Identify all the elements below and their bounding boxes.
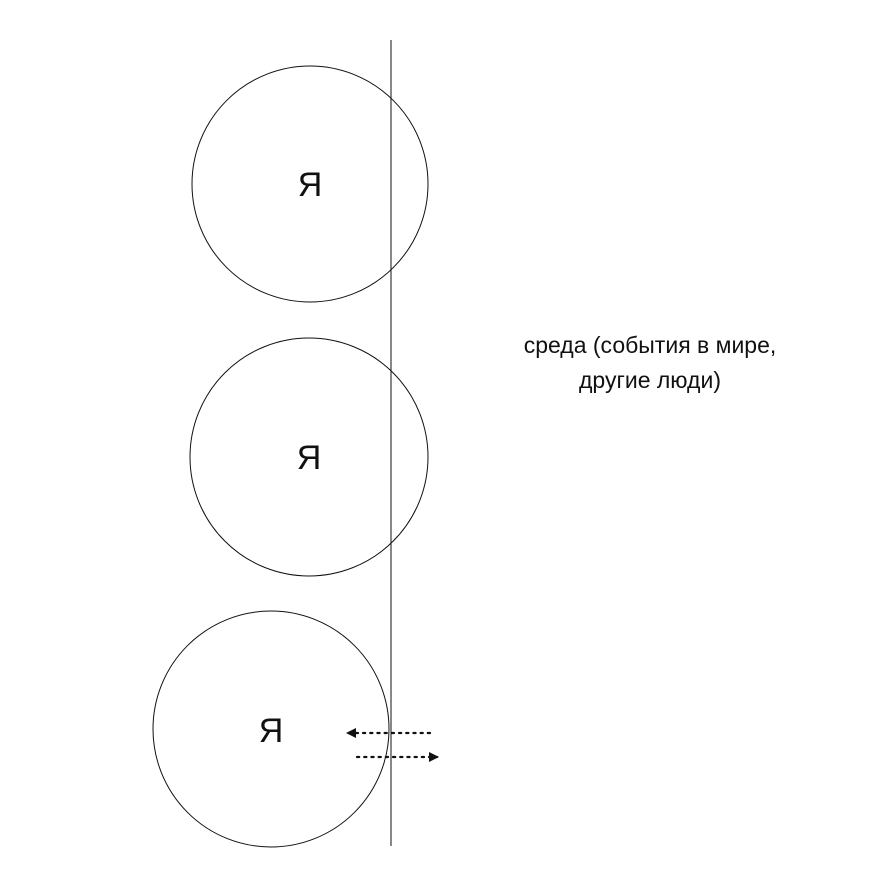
self-circle-bottom bbox=[152, 610, 390, 848]
self-circle-top bbox=[191, 65, 429, 303]
environment-label-line2: другие люди) bbox=[579, 367, 721, 393]
self-label-top: Я bbox=[298, 166, 323, 204]
self-label-middle: Я bbox=[297, 439, 322, 477]
self-circle-middle bbox=[189, 337, 429, 577]
environment-label-line1: среда (события в мире, bbox=[524, 332, 777, 358]
self-label-bottom: Я bbox=[259, 712, 284, 750]
